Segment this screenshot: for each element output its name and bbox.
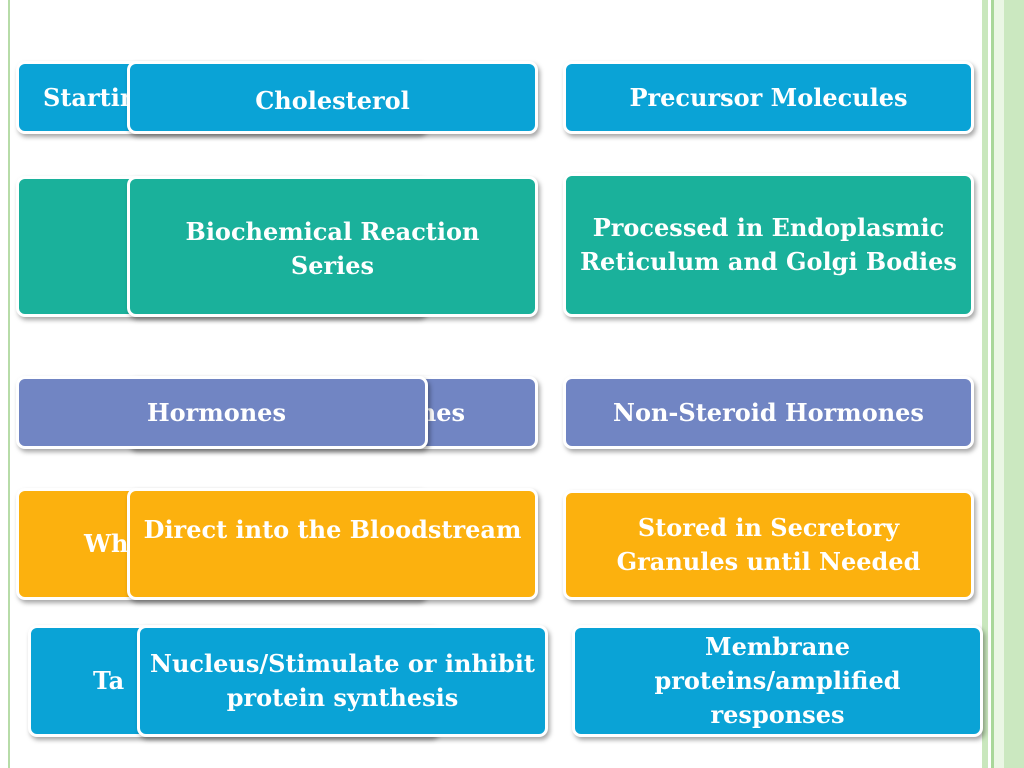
row4-right-box: Stored in Secretory Granules until Neede…	[563, 490, 974, 600]
row5-right-label: Membrane proteins/amplified responses	[654, 632, 901, 729]
row1-right-box: Precursor Molecules	[563, 61, 974, 134]
row4-front-left-label: Direct into the Bloodstream	[143, 515, 522, 544]
row2-right-box: Processed in Endoplasmic Reticulum and G…	[563, 173, 974, 317]
row2-front-left-box: Biochemical Reaction Series	[127, 176, 538, 317]
row5-back-left-label: Ta	[93, 666, 125, 695]
row3-front-left-box: Hormones	[16, 376, 428, 449]
left-frame-stripe	[0, 0, 10, 768]
row4-right-label: Stored in Secretory Granules until Neede…	[616, 513, 921, 576]
row5-front-left-box: Nucleus/Stimulate or inhibit protein syn…	[137, 625, 548, 737]
right-frame-stripe	[980, 0, 1024, 768]
row3-right-box: Non-Steroid Hormones	[563, 376, 974, 449]
row1-front-left-box: Cholesterol	[127, 61, 538, 134]
row3-right-label: Non-Steroid Hormones	[613, 397, 924, 427]
row3-front-left-label: Hormones	[147, 397, 286, 427]
row2-front-left-label: Biochemical Reaction Series	[185, 217, 480, 280]
row4-front-left-box: Direct into the Bloodstream	[127, 488, 538, 600]
row1-right-label: Precursor Molecules	[629, 82, 908, 112]
row5-front-left-label: Nucleus/Stimulate or inhibit protein syn…	[150, 649, 535, 712]
row1-front-left-label: Cholesterol	[255, 86, 410, 115]
row5-right-box: Membrane proteins/amplified responses	[572, 625, 983, 737]
row4-back-left-label: Wh	[84, 529, 129, 558]
row2-right-label: Processed in Endoplasmic Reticulum and G…	[580, 213, 957, 276]
